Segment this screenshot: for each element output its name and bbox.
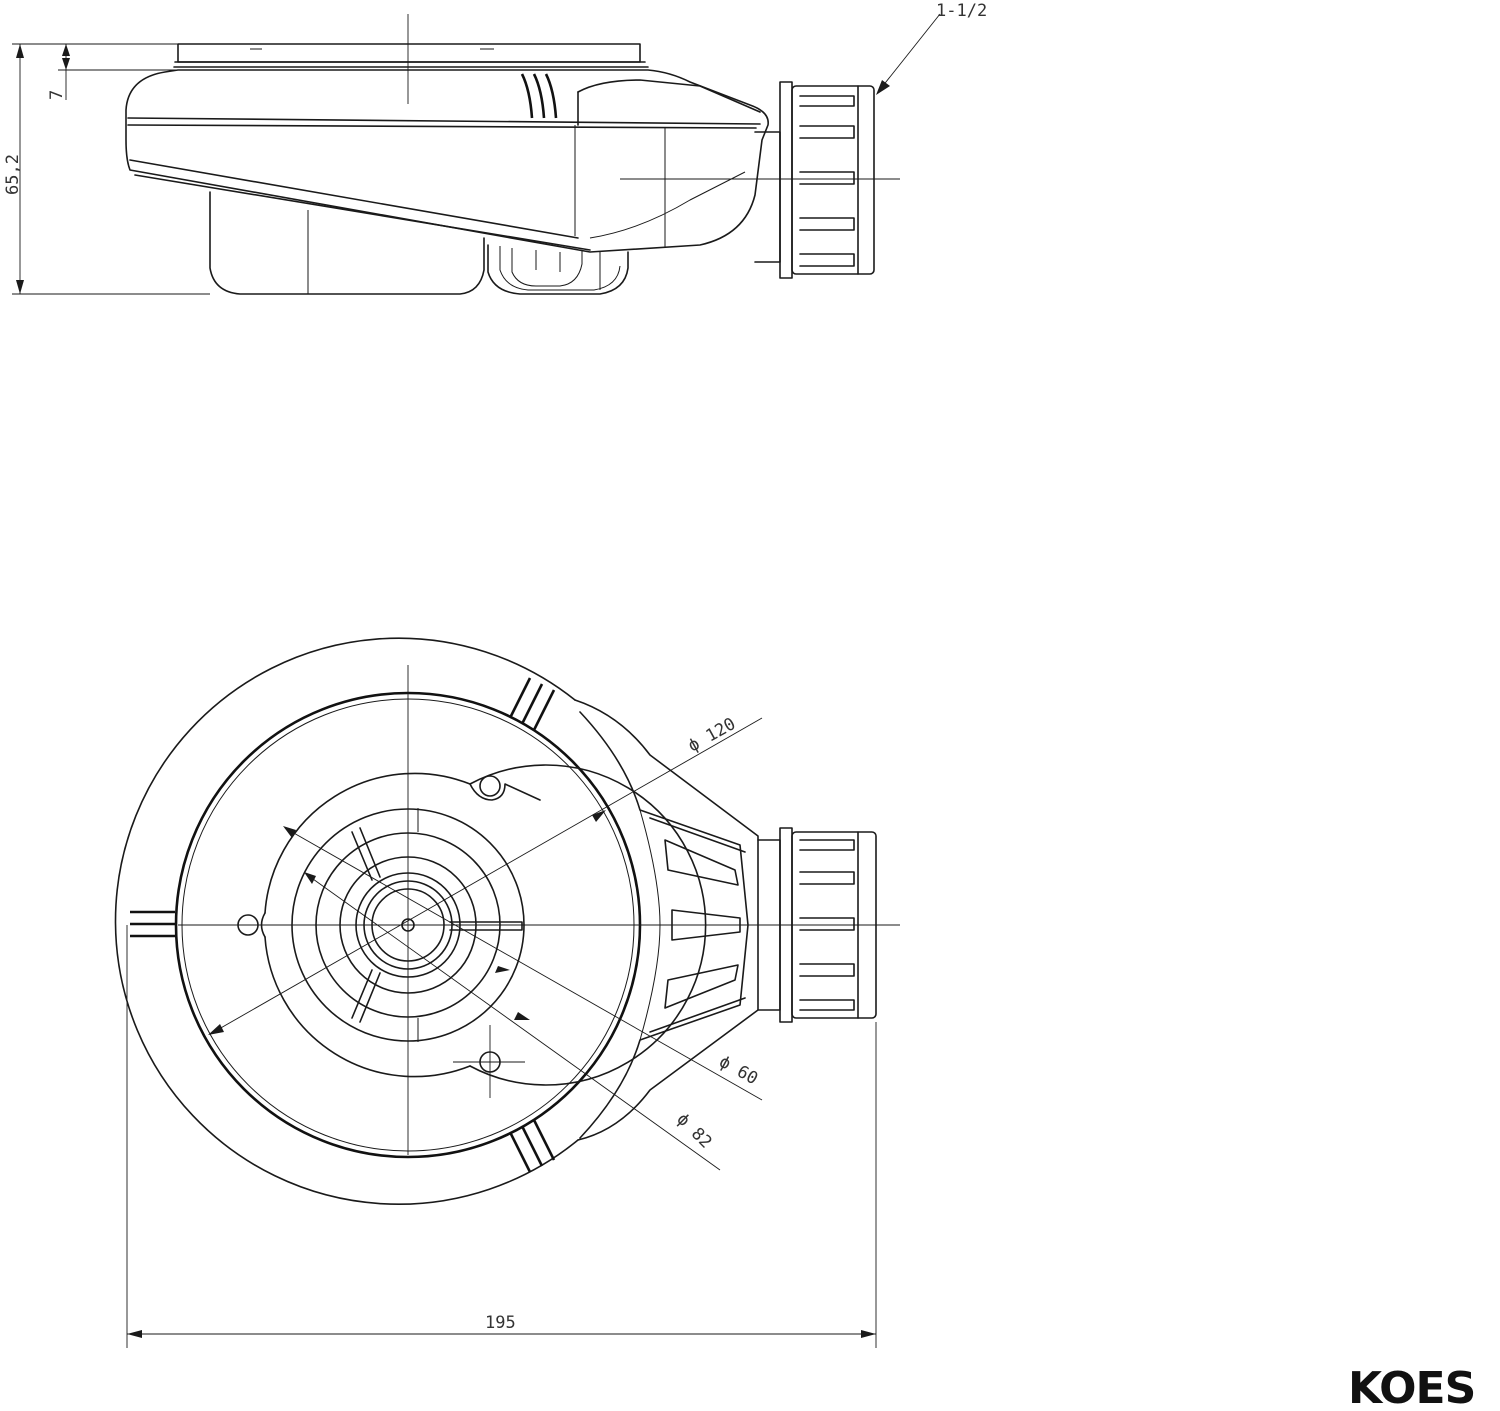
outlet-diameter-small-label: ϕ 60 bbox=[716, 1052, 762, 1089]
top-view-ring-notches bbox=[130, 677, 556, 1173]
outer-diameter-label: ϕ 120 bbox=[685, 714, 739, 756]
side-view-sump bbox=[209, 191, 485, 295]
brand-logo: KOES bbox=[1348, 1363, 1475, 1411]
side-view-grooves bbox=[520, 73, 558, 119]
overall-width-label: 195 bbox=[485, 1313, 516, 1333]
top-view bbox=[114, 637, 900, 1206]
outlet-diameter-large-label: ϕ 82 bbox=[672, 1109, 715, 1152]
thread-size-label: 1-1/2 bbox=[936, 1, 987, 21]
top-view-outer-ring bbox=[114, 637, 579, 1206]
top-view-dimensions: ϕ 120 ϕ 60 ϕ 82 195 bbox=[126, 714, 877, 1348]
top-view-outlet-nut bbox=[757, 827, 877, 1023]
top-offset-label: 7 bbox=[47, 90, 67, 100]
side-view-grate bbox=[173, 43, 649, 68]
side-view-outlet-nut bbox=[754, 81, 875, 279]
top-view-basin bbox=[237, 764, 707, 1098]
side-view-dimensions: 65,2 7 1-1/2 bbox=[3, 1, 987, 295]
total-height-label: 65,2 bbox=[3, 154, 23, 195]
side-view-housing bbox=[125, 69, 769, 253]
side-view bbox=[125, 14, 900, 295]
